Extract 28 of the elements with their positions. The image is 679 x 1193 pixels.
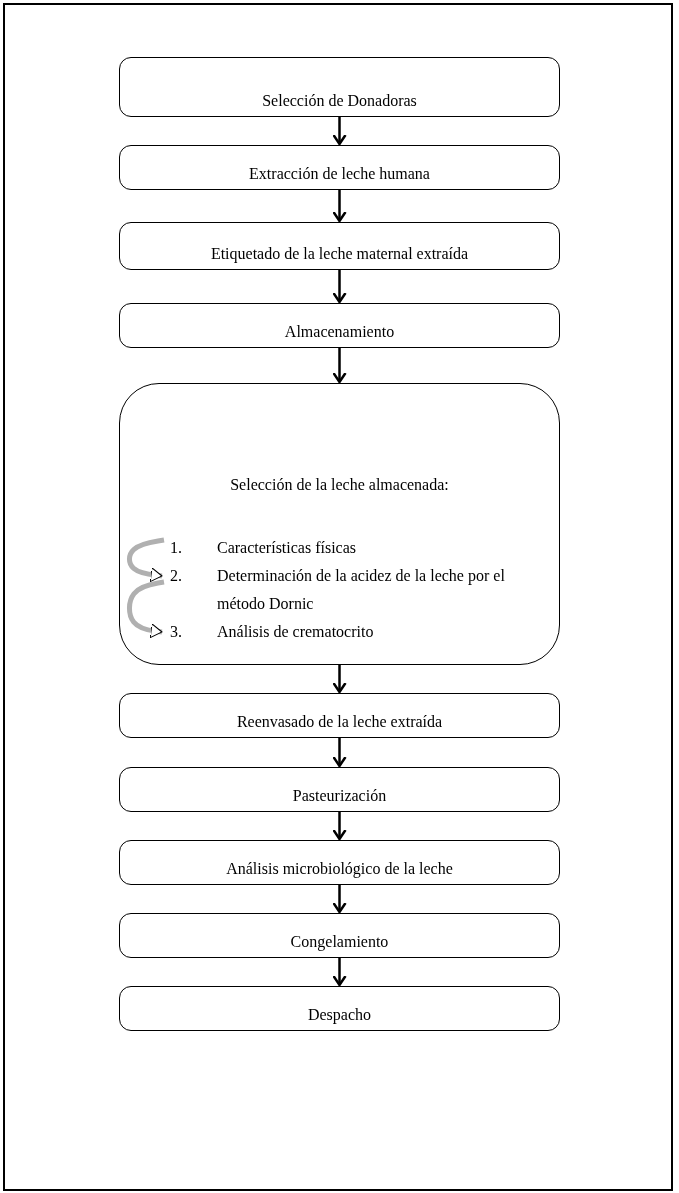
list-number: 1. <box>170 538 183 558</box>
arrow <box>332 958 347 987</box>
process-box: Selección de Donadoras <box>119 57 560 117</box>
box-heading: Selección de la leche almacenada: <box>229 476 450 494</box>
process-box: Etiquetado de la leche maternal extraída <box>119 222 560 270</box>
arrow <box>332 190 347 223</box>
list-item-text: Características físicas <box>217 538 357 558</box>
arrow <box>332 885 347 914</box>
process-box: Reenvasado de la leche extraída <box>119 693 560 738</box>
list-number: 3. <box>170 622 183 642</box>
list-item-text: Determinación de la acidez de la leche por el método Dornic <box>217 566 505 614</box>
process-box <box>119 383 560 665</box>
process-box: Almacenamiento <box>119 303 560 348</box>
curved-arrow <box>127 537 165 583</box>
process-box: Despacho <box>119 986 560 1031</box>
arrow <box>332 117 347 146</box>
process-box: Análisis microbiológico de la leche <box>119 840 560 885</box>
arrow <box>332 270 347 304</box>
process-box: Congelamiento <box>119 913 560 958</box>
arrow <box>332 812 347 841</box>
process-box: Extracción de leche humana <box>119 145 560 190</box>
process-box: Pasteurización <box>119 767 560 812</box>
curved-arrow <box>127 579 165 639</box>
list-number: 2. <box>170 566 183 586</box>
arrow <box>332 665 347 694</box>
arrow <box>332 738 347 768</box>
arrow <box>332 348 347 384</box>
list-item-text: Análisis de crematocrito <box>217 622 374 642</box>
